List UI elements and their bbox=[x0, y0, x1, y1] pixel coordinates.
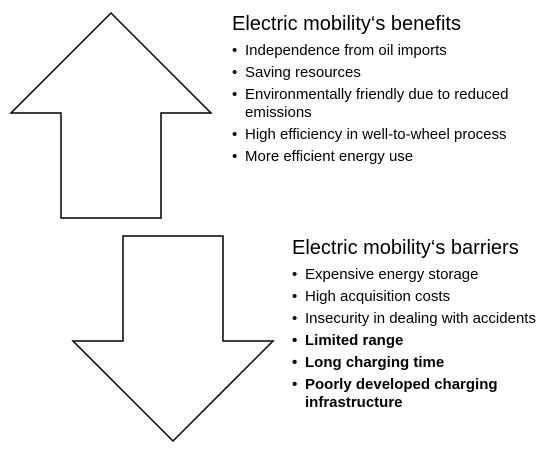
list-item: • More efficient energy use bbox=[232, 148, 542, 166]
list-item: • Long charging time bbox=[292, 354, 548, 372]
bullet-icon: • bbox=[292, 376, 298, 393]
list-item: • High efficiency in well-to-wheel proces… bbox=[232, 126, 542, 144]
list-item-text: Independence from oil imports bbox=[245, 42, 447, 59]
bullet-icon: • bbox=[232, 64, 238, 81]
list-item-text: High efficiency in well-to-wheel process bbox=[245, 126, 507, 143]
bullet-icon: • bbox=[292, 288, 298, 305]
list-item-text: High acquisition costs bbox=[305, 288, 451, 305]
list-item-text: Insecurity in dealing with accidents bbox=[305, 310, 536, 327]
list-item: • Saving resources bbox=[232, 64, 542, 82]
benefits-panel: Electric mobility‘s benefits • Independen… bbox=[232, 12, 542, 170]
bullet-icon: • bbox=[232, 126, 238, 143]
bullet-icon: • bbox=[292, 332, 298, 349]
list-item: • Poorly developed charging infrastructur… bbox=[292, 376, 548, 412]
list-item-text: Environmentally friendly due to reduced … bbox=[245, 86, 509, 121]
bullet-icon: • bbox=[292, 266, 298, 283]
list-item: • Environmentally friendly due to reduced… bbox=[232, 86, 542, 122]
list-item: • Independence from oil imports bbox=[232, 42, 542, 60]
list-item-text: Expensive energy storage bbox=[305, 266, 479, 283]
list-item: • High acquisition costs bbox=[292, 288, 548, 306]
barriers-title: Electric mobility‘s barriers bbox=[292, 237, 519, 259]
barriers-list: • Expensive energy storage • High acquisiti… bbox=[292, 266, 548, 412]
bullet-icon: • bbox=[292, 310, 298, 327]
list-item: • Expensive energy storage bbox=[292, 266, 548, 284]
down-arrow-icon bbox=[71, 235, 275, 443]
bullet-icon: • bbox=[232, 86, 238, 103]
list-item-text: Poorly developed charging infrastructure bbox=[305, 376, 498, 411]
benefits-title: Electric mobility‘s benefits bbox=[232, 13, 461, 35]
barriers-panel: Electric mobility‘s barriers • Expensive … bbox=[292, 236, 548, 416]
list-item-text: Limited range bbox=[305, 332, 404, 349]
bullet-icon: • bbox=[292, 354, 298, 371]
list-item-text: Long charging time bbox=[305, 354, 445, 371]
benefits-list: • Independence from oil imports • Saving re… bbox=[232, 42, 542, 166]
list-item: • Limited range bbox=[292, 332, 548, 350]
up-arrow-icon bbox=[9, 11, 213, 219]
bullet-icon: • bbox=[232, 148, 238, 165]
list-item-text: More efficient energy use bbox=[245, 148, 414, 165]
list-item: • Insecurity in dealing with accidents bbox=[292, 310, 548, 328]
list-item-text: Saving resources bbox=[245, 64, 361, 81]
bullet-icon: • bbox=[232, 42, 238, 59]
